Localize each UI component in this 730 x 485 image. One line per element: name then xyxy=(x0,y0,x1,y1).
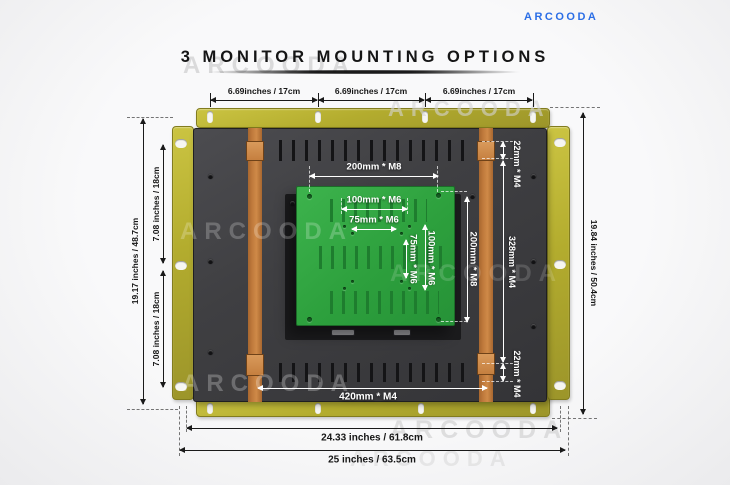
screw xyxy=(531,174,536,179)
strap-left xyxy=(248,128,262,402)
dim-line-right-outer xyxy=(580,112,586,415)
dim-line-22-bottom xyxy=(500,363,506,382)
watermark-bottom-right: ARCOODA xyxy=(390,416,569,444)
mounting-slot xyxy=(554,381,566,390)
mounting-slot xyxy=(175,382,187,391)
dim-line-left-inner-bottom xyxy=(160,270,166,388)
dim-line-top-1 xyxy=(210,97,318,103)
vesa-hole-m6 xyxy=(351,280,354,283)
vent-row-bottom xyxy=(269,363,474,382)
screw xyxy=(531,259,536,264)
vesa-hole-m6 xyxy=(343,287,346,290)
vesa-hole-m6 xyxy=(343,225,346,228)
screw xyxy=(290,201,295,206)
mounting-slot xyxy=(315,111,321,123)
guide-dash xyxy=(568,406,569,456)
mounting-slot xyxy=(207,403,213,414)
mounting-slot xyxy=(175,139,187,148)
vesa-hole-m6 xyxy=(408,287,411,290)
screw xyxy=(531,324,536,329)
guide-dash xyxy=(560,406,561,432)
mounting-slot xyxy=(530,403,536,414)
screw xyxy=(208,259,213,264)
guide-dash xyxy=(441,191,467,192)
dim-line-top-3 xyxy=(425,97,533,103)
strap-bracket xyxy=(246,141,264,161)
dim-line-22-top xyxy=(500,141,506,160)
screw xyxy=(470,194,475,199)
guide-dash xyxy=(550,107,600,108)
strap-bracket xyxy=(477,353,495,375)
connector-port xyxy=(393,329,411,336)
dim-line-vesa-100-v xyxy=(422,224,428,291)
dim-line-vesa-75-h xyxy=(351,226,397,232)
dim-line-left-inner-top xyxy=(160,144,166,264)
strap-right xyxy=(479,128,493,402)
mounting-slot xyxy=(422,111,428,123)
connector-port xyxy=(331,329,355,336)
page-title: 3 MONITOR MOUNTING OPTIONS xyxy=(180,48,550,66)
guide-dash xyxy=(127,117,173,118)
dim-line-vesa-200-v xyxy=(464,196,470,323)
watermark-title: ARCOODA xyxy=(183,52,356,79)
vesa-slot-row xyxy=(321,291,439,314)
vesa-hole-m6 xyxy=(408,225,411,228)
dim-line-bottom-outer xyxy=(179,447,566,453)
guide-dash xyxy=(127,409,178,410)
vesa-hole-m8 xyxy=(436,317,441,322)
vesa-slot-row xyxy=(310,246,446,269)
vesa-hole-m8 xyxy=(436,193,441,198)
mounting-slot xyxy=(418,403,424,414)
dim-line-bottom-inner xyxy=(186,425,558,431)
guide-dash xyxy=(482,381,513,382)
guide-dash xyxy=(179,406,180,456)
dim-line-328 xyxy=(500,160,506,363)
dim-line-420 xyxy=(257,385,488,391)
mounting-slot xyxy=(554,138,566,147)
brand-logo: ARCOODA xyxy=(524,11,599,23)
mounting-slot xyxy=(175,261,187,270)
mounting-slot xyxy=(530,111,536,123)
dim-line-left-outer xyxy=(140,118,146,405)
vesa-hole-m8 xyxy=(307,194,312,199)
screw xyxy=(208,174,213,179)
dim-line-top-2 xyxy=(318,97,425,103)
guide-dash xyxy=(482,158,513,159)
strap-bracket xyxy=(246,354,264,376)
guide-dash xyxy=(186,406,187,432)
mounting-slot xyxy=(207,111,213,123)
dim-line-vesa-200-h xyxy=(309,173,439,179)
guide-dash xyxy=(552,418,597,419)
vesa-hole-m8 xyxy=(307,317,312,322)
vesa-slot-row xyxy=(321,199,427,222)
dim-line-vesa-100-h xyxy=(341,206,408,212)
vesa-hole-m6 xyxy=(400,280,403,283)
guide-dash xyxy=(441,321,467,322)
guide-dash xyxy=(309,166,310,192)
mounting-slot xyxy=(315,403,321,414)
guide-dash xyxy=(482,141,513,142)
guide-dash xyxy=(437,166,438,192)
vent-row-top xyxy=(269,140,474,161)
guide-dash xyxy=(482,363,513,364)
vesa-plate xyxy=(296,186,455,326)
watermark-bottom-left: ARCOODA xyxy=(182,370,355,397)
vesa-hole-m6 xyxy=(400,232,403,235)
watermark-mid-left: ARCOODA xyxy=(180,218,353,245)
frame-top-flange xyxy=(196,108,550,128)
dim-tick xyxy=(533,93,534,107)
vesa-hole-m6 xyxy=(351,232,354,235)
screw xyxy=(208,350,213,355)
mounting-slot xyxy=(554,260,566,269)
dim-line-vesa-75-v xyxy=(403,239,409,279)
title-underline xyxy=(166,70,562,74)
watermark-mid-right: ARCOODA xyxy=(390,260,563,287)
